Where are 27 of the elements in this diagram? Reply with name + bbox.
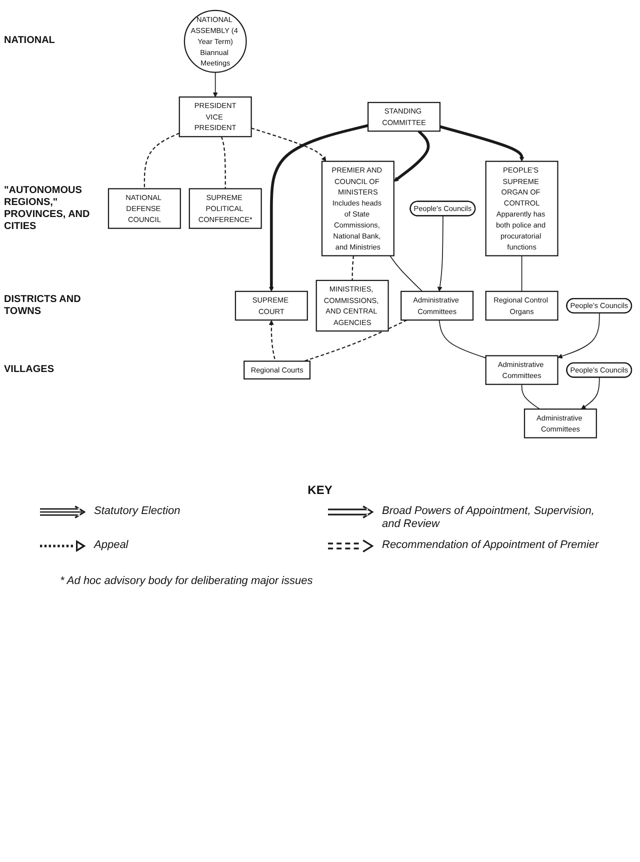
legend-label: Broad Powers of Appointment, Supervision, and Review (382, 505, 596, 531)
arrow (440, 125, 524, 162)
connector (220, 136, 226, 189)
level-heading: DISTRICTS AND TOWNS (4, 294, 82, 318)
level-heading: VILLAGES (4, 364, 56, 376)
legend-heading: KEY (308, 483, 332, 497)
footnote: * Ad hoc advisory body for deliberating major issues (60, 575, 313, 587)
arrow (437, 216, 444, 292)
level-heading: NATIONAL (4, 35, 56, 48)
arrow (212, 72, 218, 98)
connector (521, 384, 540, 410)
arrow (268, 320, 276, 360)
connector (390, 255, 423, 292)
legend-label: Appeal (94, 539, 128, 552)
arrow (580, 377, 600, 410)
connector (438, 320, 486, 358)
arrow (558, 312, 600, 359)
arrow (394, 130, 430, 182)
level-heading: "AUTONOMOUS REGIONS," PROVINCES, AND CITIES (4, 184, 91, 233)
legend-label: Recommendation of Appointment of Premier (382, 539, 599, 552)
connector (521, 255, 522, 292)
connector (304, 320, 408, 362)
arrow (251, 128, 326, 162)
legend-label: Statutory Election (94, 505, 180, 518)
connector (144, 132, 180, 189)
arrow (268, 124, 368, 292)
connector (352, 256, 354, 280)
